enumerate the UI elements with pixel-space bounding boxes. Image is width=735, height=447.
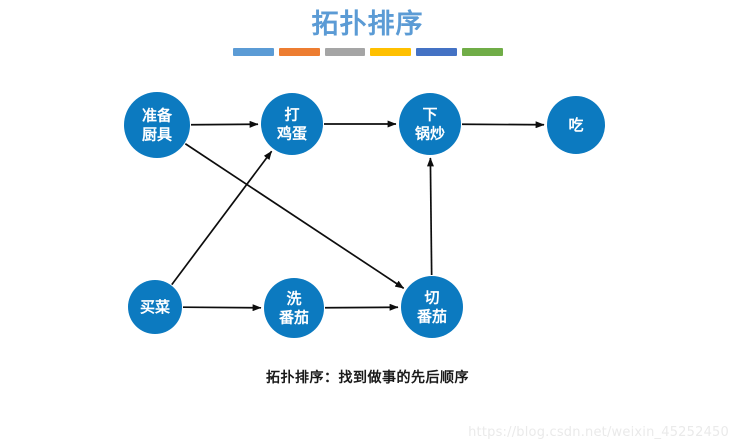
node-label-cut-tomatoes: 切番茄	[416, 288, 447, 325]
node-circle-buy-groceries	[128, 280, 182, 334]
node-label-stir-fry: 下锅炒	[415, 105, 445, 142]
graph-node-stir-fry[interactable]: 下锅炒	[399, 93, 461, 155]
node-circle-wash-tomatoes	[264, 278, 324, 338]
bar-green	[462, 48, 503, 56]
bar-orange	[278, 48, 320, 56]
edge-buy-groceries-to-beat-eggs	[171, 150, 273, 286]
edge-stir-fry-to-eat	[461, 121, 545, 129]
bar-blue-dark	[416, 48, 458, 56]
node-circle-prepare-kitchenware	[124, 92, 190, 158]
bar-blue-light	[233, 48, 274, 56]
page-title: 拓扑排序	[311, 9, 424, 40]
edge-buy-groceries-to-wash-tomatoes	[182, 304, 262, 312]
graph-node-prepare-kitchenware[interactable]: 准备厨具	[124, 92, 190, 158]
edge-layer	[171, 120, 545, 312]
caption-text: 拓扑排序：找到做事的先后顺序	[266, 370, 469, 386]
graph-node-beat-eggs[interactable]: 打鸡蛋	[261, 93, 323, 155]
node-circle-eat	[547, 96, 605, 154]
graph-node-eat[interactable]: 吃	[547, 96, 605, 154]
node-circle-cut-tomatoes	[401, 276, 463, 338]
node-circle-stir-fry	[399, 93, 461, 155]
node-label-beat-eggs: 打鸡蛋	[276, 105, 307, 142]
node-layer: 准备厨具 打鸡蛋 下锅炒 吃买菜 洗番茄 切番茄	[124, 92, 605, 338]
graph-node-buy-groceries[interactable]: 买菜	[128, 280, 182, 334]
watermark: https://blog.csdn.net/weixin_45252450	[468, 425, 729, 440]
node-circle-beat-eggs	[261, 93, 323, 155]
node-label-buy-groceries: 买菜	[140, 298, 170, 316]
node-label-eat: 吃	[568, 116, 583, 134]
node-label-prepare-kitchenware: 准备厨具	[142, 106, 173, 143]
graph-node-cut-tomatoes[interactable]: 切番茄	[401, 276, 463, 338]
graph-node-wash-tomatoes[interactable]: 洗番茄	[264, 278, 324, 338]
node-label-wash-tomatoes: 洗番茄	[278, 289, 309, 326]
edge-wash-tomatoes-to-cut-tomatoes	[324, 303, 399, 311]
edge-cut-tomatoes-to-stir-fry	[426, 157, 434, 276]
edge-prepare-kitchenware-to-cut-tomatoes	[184, 143, 405, 289]
bar-gray	[324, 48, 366, 56]
accent-bar-group	[233, 48, 503, 56]
bar-yellow	[370, 48, 412, 56]
